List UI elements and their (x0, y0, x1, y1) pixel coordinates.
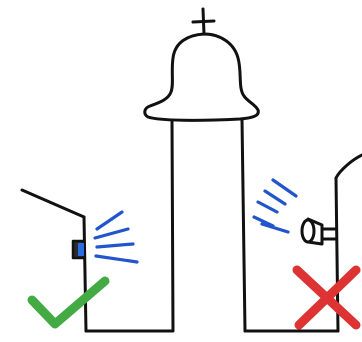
good-signal-waves (95, 212, 137, 262)
tower-left-wall (172, 120, 173, 331)
cross-icon (193, 9, 214, 34)
left-house (22, 190, 172, 331)
wave-line (97, 212, 122, 229)
wave-line (97, 244, 133, 247)
sensor-icon (73, 241, 84, 258)
wave-line (262, 224, 288, 232)
right-house (245, 155, 362, 331)
wave-line (96, 256, 137, 262)
wave-line (273, 180, 296, 196)
wave-line (95, 229, 128, 238)
check-mark-icon (32, 281, 105, 324)
wave-line (265, 191, 285, 204)
bell-icon (145, 34, 259, 120)
right-house-roof (336, 155, 362, 178)
tower-cross-horizontal (193, 21, 214, 22)
bad-signal-waves (254, 180, 296, 232)
tower-right-wall (242, 119, 245, 331)
cylinder-sensor-icon (302, 219, 336, 244)
cross-mark-icon (297, 270, 356, 325)
left-house-wall (84, 217, 86, 331)
sensor-lens (78, 243, 84, 256)
left-house-roof (22, 190, 84, 217)
cylinder-face (302, 220, 314, 242)
bell-tower (145, 9, 259, 331)
wave-line (258, 202, 277, 212)
